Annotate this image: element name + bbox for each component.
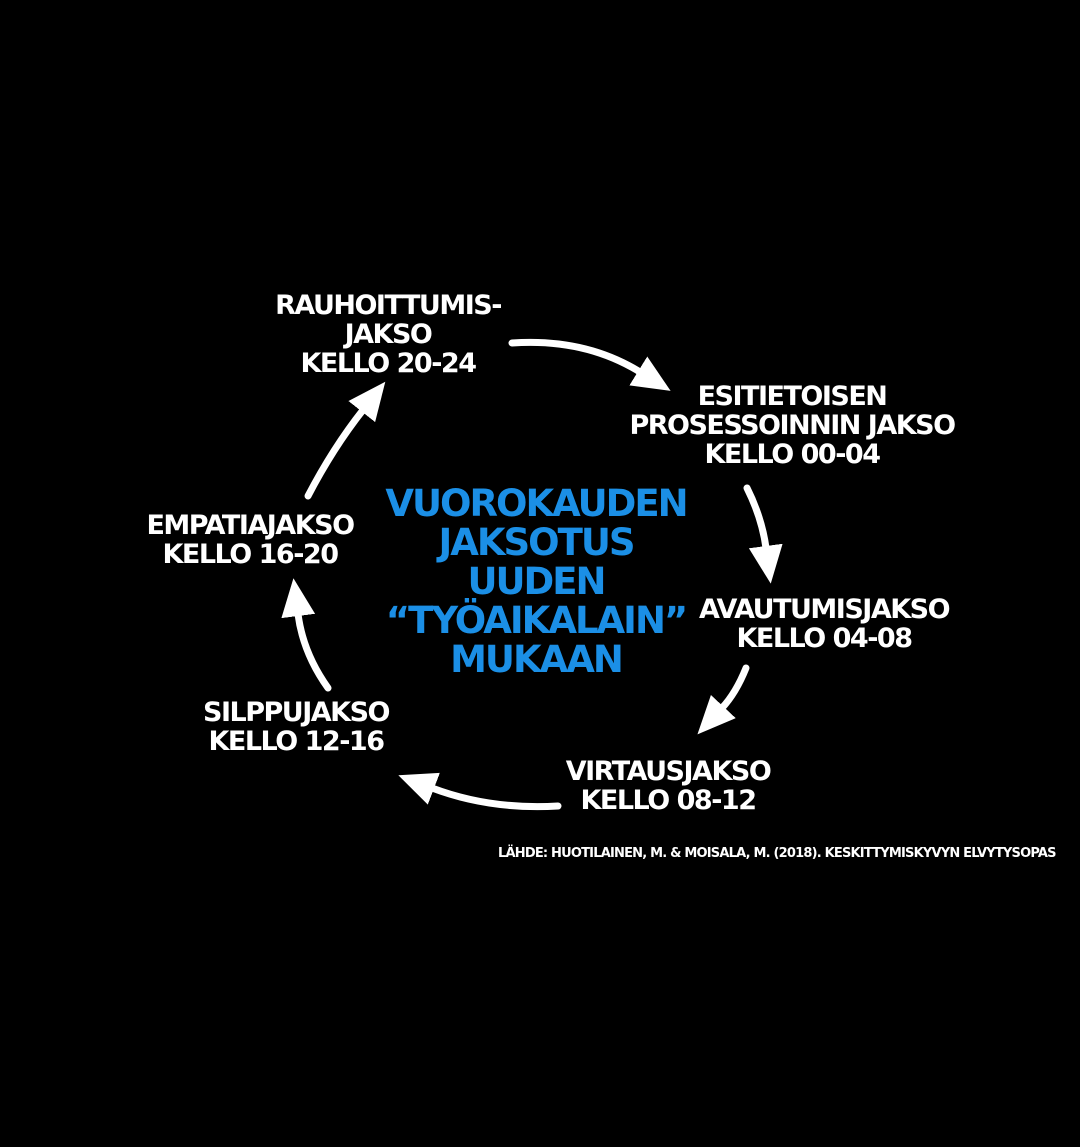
phase-label-line: KELLO 04-08 <box>736 623 913 654</box>
arrow-silppu-to-empatia <box>281 578 332 692</box>
phase-avautumisjakso: AVAUTUMISJAKSO KELLO 04-08 <box>698 594 951 654</box>
phase-label-line: RAUHOITTUMIS- <box>275 290 502 321</box>
phase-label-line: KELLO 20-24 <box>300 348 477 379</box>
phase-label-line: KELLO 12-16 <box>208 726 385 757</box>
phase-label-line: VIRTAUSJAKSO <box>565 756 772 787</box>
phase-label-line: SILPPUJAKSO <box>203 697 390 728</box>
arrow-empatia-to-rauhoittumis <box>304 381 386 500</box>
phase-label-line: KELLO 00-04 <box>704 439 881 470</box>
title-line: VUOROKAUDEN <box>385 482 688 525</box>
phase-label-line: AVAUTUMISJAKSO <box>698 594 951 625</box>
phase-virtausjakso: VIRTAUSJAKSO KELLO 08-12 <box>565 756 772 816</box>
phase-silppujakso: SILPPUJAKSO KELLO 12-16 <box>203 697 390 757</box>
phase-label-line: KELLO 08-12 <box>580 785 757 816</box>
phase-label-line: EMPATIAJAKSO <box>146 510 355 541</box>
title-line: UUDEN <box>467 560 606 603</box>
phase-label-line: JAKSO <box>344 319 433 350</box>
title-line: JAKSOTUS <box>438 521 635 564</box>
phase-empatiajakso: EMPATIAJAKSO KELLO 16-20 <box>146 510 355 570</box>
phase-rauhoittumisjakso: RAUHOITTUMIS- JAKSO KELLO 20-24 <box>275 290 502 379</box>
phase-label-line: PROSESSOINNIN JAKSO <box>629 410 956 441</box>
phase-label-line: KELLO 16-20 <box>162 539 339 570</box>
source-citation: LÄHDE: HUOTILAINEN, M. & MOISALA, M. (20… <box>498 846 1056 861</box>
diagram-title: VUOROKAUDEN JAKSOTUS UUDEN “TYÖAIKALAIN”… <box>385 482 688 681</box>
arrow-virtaus-to-silppu <box>398 772 562 811</box>
arrow-rauhoittumis-to-esitietoisen <box>508 338 671 391</box>
phase-label-line: ESITIETOISEN <box>697 381 888 412</box>
title-line: “TYÖAIKALAIN” <box>385 599 688 642</box>
title-line: MUKAAN <box>450 638 624 681</box>
phase-esitietoisen-prosessoinnin-jakso: ESITIETOISEN PROSESSOINNIN JAKSO KELLO 0… <box>629 381 956 470</box>
arrow-esitietoisen-to-avautumis <box>743 484 783 584</box>
arrow-avautumis-to-virtaus <box>697 664 750 735</box>
